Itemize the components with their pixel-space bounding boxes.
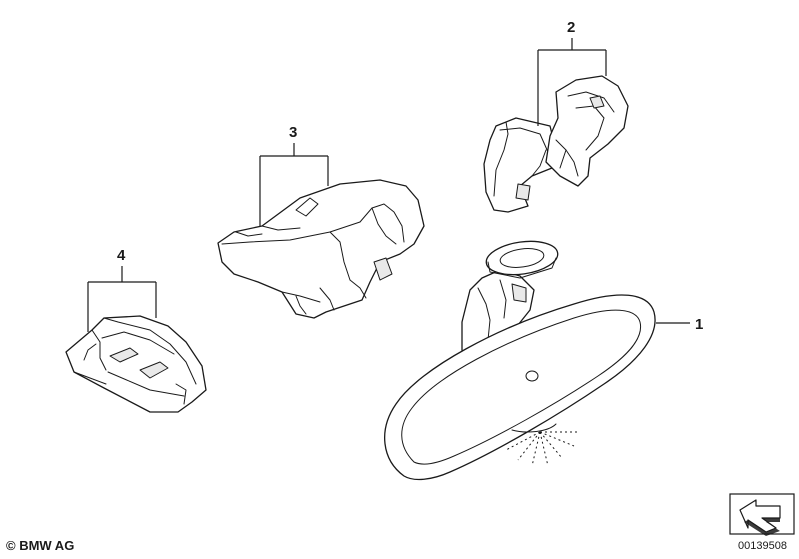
callout-4: 4 bbox=[117, 247, 126, 264]
part-3-cover[interactable] bbox=[217, 179, 425, 319]
part-2-cover[interactable] bbox=[483, 75, 629, 213]
callout-2: 2 bbox=[567, 19, 575, 36]
arrow-icon[interactable] bbox=[729, 493, 795, 536]
callout-3: 3 bbox=[289, 124, 297, 141]
sensor-rays bbox=[505, 431, 578, 467]
copyright-label: © BMW AG bbox=[6, 538, 75, 553]
callout-leaders bbox=[87, 38, 690, 332]
document-number: 00139508 bbox=[738, 540, 787, 552]
part-4-cover[interactable] bbox=[65, 315, 207, 413]
callout-1: 1 bbox=[695, 316, 703, 333]
part-1-mirror[interactable] bbox=[384, 237, 656, 481]
